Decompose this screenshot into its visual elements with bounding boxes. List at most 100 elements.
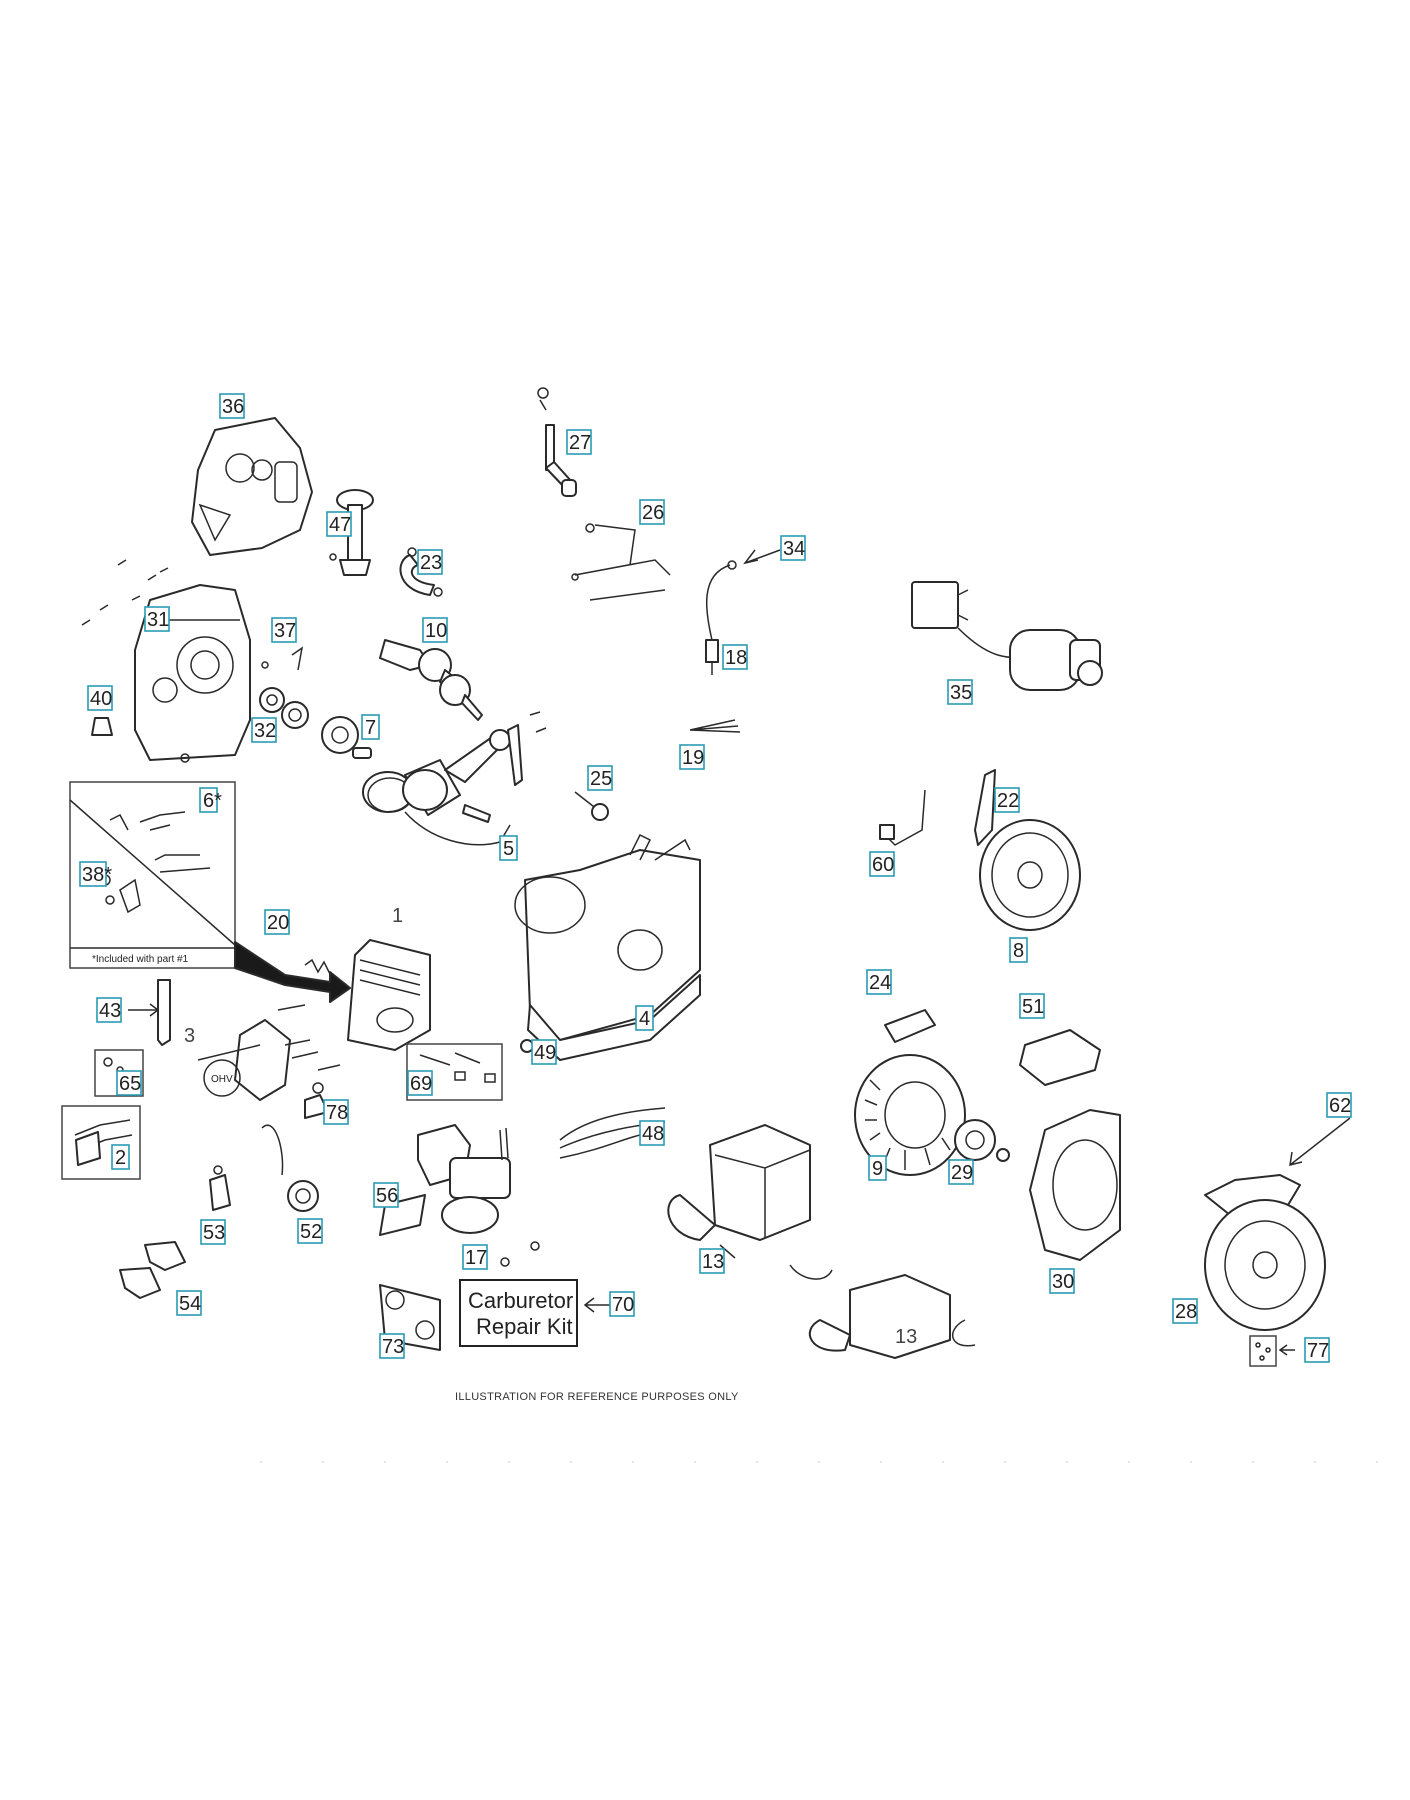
flywheel-drawing [979, 819, 1081, 931]
governor-gear-drawing [261, 646, 304, 671]
callout-70: 70 [609, 1291, 635, 1317]
engine-block-drawing [514, 833, 701, 1061]
reference-note: ILLUSTRATION FOR REFERENCE PURPOSES ONLY [455, 1391, 739, 1403]
svg-text:35: 35 [950, 682, 972, 704]
callout-20: 20 [264, 909, 290, 935]
throttle-lever-drawing [209, 1165, 231, 1211]
callout-35: 35 [947, 679, 973, 705]
svg-text:6*: 6* [203, 790, 222, 812]
callout-38: 38* [79, 861, 112, 887]
parts-69-inset [406, 1043, 503, 1101]
carburetor-kit-box: Carburetor Repair Kit [459, 1279, 578, 1347]
callout-54: 54 [176, 1290, 202, 1316]
svg-text:77: 77 [1307, 1340, 1329, 1362]
svg-text:20: 20 [267, 912, 289, 934]
callout-49: 49 [531, 1039, 557, 1065]
callout-9: 9 [868, 1155, 887, 1181]
rivets-drawing [1249, 1335, 1277, 1367]
inset-note: *Included with part #1 [92, 954, 189, 965]
svg-text:30: 30 [1052, 1271, 1074, 1293]
oil-plug-drawing [91, 717, 113, 736]
callout-60: 60 [869, 851, 895, 877]
callout-3: 3 [184, 1025, 195, 1047]
callout-29: 29 [948, 1159, 974, 1185]
blower-housing-drawing [1029, 1109, 1121, 1261]
ignition-coil-drawing [705, 560, 737, 675]
valve-spring-drawing [304, 958, 331, 975]
svg-text:51: 51 [1022, 996, 1044, 1018]
inset-pointer-arrow [234, 941, 351, 1003]
svg-text:22: 22 [997, 790, 1019, 812]
svg-text:9: 9 [872, 1158, 883, 1180]
callout-10: 10 [422, 617, 448, 643]
callout-26: 26 [639, 499, 665, 525]
svg-text:62: 62 [1329, 1095, 1351, 1117]
svg-text:8: 8 [1013, 940, 1024, 962]
svg-text:47: 47 [329, 514, 351, 536]
callout-43: 43 [96, 997, 122, 1023]
carburetor-drawing [417, 1124, 540, 1267]
svg-text:13: 13 [702, 1251, 724, 1273]
callout-17: 17 [462, 1244, 488, 1270]
callout-30: 30 [1049, 1268, 1075, 1294]
callout-6: 6* [199, 787, 222, 813]
callout-25: 25 [587, 765, 613, 791]
svg-text:OHV: OHV [211, 1074, 233, 1085]
svg-text:31: 31 [147, 609, 169, 631]
svg-text:36: 36 [222, 396, 244, 418]
callout-65: 65 [116, 1070, 142, 1096]
svg-text:69: 69 [410, 1073, 432, 1095]
callout-40: 40 [87, 685, 113, 711]
callout-47: 47 [326, 511, 352, 537]
fan-bracket-drawing [884, 1009, 936, 1043]
callout-4: 4 [635, 1005, 654, 1031]
control-bracket-drawing [119, 1241, 186, 1299]
svg-text:49: 49 [534, 1042, 556, 1064]
svg-text:7: 7 [365, 717, 376, 739]
callout-18: 18 [722, 644, 748, 670]
callout-28: 28 [1172, 1298, 1198, 1324]
callout-8: 8 [1009, 937, 1028, 963]
fuel-shutoff-drawing [261, 1124, 319, 1212]
cooling-fan-drawing [854, 1054, 966, 1176]
svg-text:54: 54 [179, 1293, 201, 1315]
leader-lines [128, 549, 1351, 1356]
camshaft-gear-drawing [321, 716, 372, 759]
muffler-drawing [667, 1124, 833, 1280]
callout-1: 1 [392, 905, 403, 927]
callout-69: 69 [407, 1070, 433, 1096]
recoil-starter-drawing [1204, 1174, 1326, 1331]
parts-65-inset [94, 1049, 144, 1097]
charging-coil-drawing [879, 789, 926, 846]
svg-text:38*: 38* [82, 864, 112, 886]
callout-2: 2 [111, 1144, 130, 1170]
piston-assembly-drawing [362, 711, 547, 823]
heat-shield-drawing [1019, 1029, 1101, 1086]
svg-text:37: 37 [274, 620, 296, 642]
callout-13b: 13 [895, 1326, 917, 1348]
svg-text:27: 27 [569, 432, 591, 454]
callout-37: 37 [271, 617, 297, 643]
svg-text:5: 5 [503, 838, 514, 860]
valve-cover-drawing: OHV [197, 1019, 291, 1101]
callout-27: 27 [566, 429, 592, 455]
svg-text:26: 26 [642, 502, 664, 524]
head-bolts-drawing [277, 1004, 341, 1071]
callout-62: 62 [1326, 1092, 1352, 1118]
svg-text:56: 56 [376, 1185, 398, 1207]
svg-text:73: 73 [382, 1336, 404, 1358]
cylinder-head-drawing [347, 939, 431, 1051]
crankshaft-drawing [379, 639, 483, 721]
callout-73: 73 [379, 1333, 405, 1359]
callout-13a: 13 [699, 1248, 725, 1274]
svg-text:17: 17 [465, 1247, 487, 1269]
callout-53: 53 [200, 1219, 226, 1245]
callout-31: 31 [144, 606, 170, 632]
starter-cup-drawing [954, 1119, 1010, 1162]
svg-text:78: 78 [326, 1102, 348, 1124]
breather-hose-drawing [399, 547, 443, 597]
wire-harness-drawing [689, 719, 741, 733]
callout-7: 7 [361, 714, 380, 740]
svg-text:23: 23 [420, 552, 442, 574]
